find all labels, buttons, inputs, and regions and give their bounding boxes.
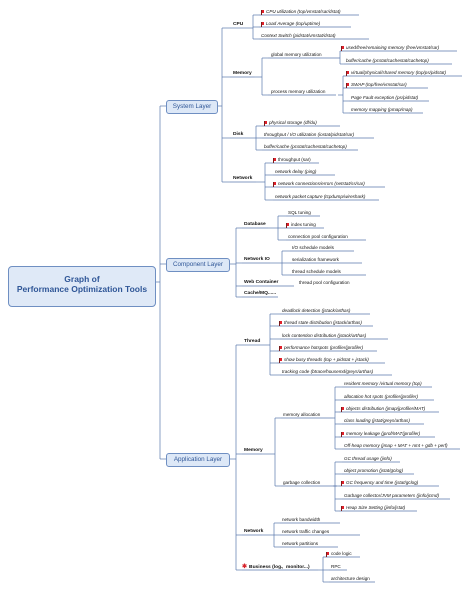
- process-memory-node[interactable]: process memory utilization: [271, 89, 326, 94]
- flag-icon: [279, 321, 282, 326]
- flag-icon: [286, 223, 289, 228]
- flag-icon: [261, 22, 264, 27]
- garbage-collection-node[interactable]: garbage collection: [283, 480, 321, 485]
- deadlock-item[interactable]: deadlock detection (jstack/arthas): [282, 308, 351, 313]
- application-layer-node[interactable]: Application Layer: [166, 453, 230, 467]
- packet-capture-item[interactable]: network packet capture (tcpdump/wireshar…: [275, 194, 366, 199]
- thread-state-item[interactable]: thread state distribution (jstack/arthas…: [279, 320, 362, 326]
- tracking-code-item[interactable]: tracking code (btrace/housemd/greys/arth…: [282, 369, 374, 374]
- network-traffic-item[interactable]: network traffic changes: [282, 529, 330, 534]
- performance-hotspots-item[interactable]: performance hotspots (profiler/jprofiler…: [279, 345, 363, 351]
- serialization-item[interactable]: serialization framework: [292, 257, 339, 262]
- flag-icon: [326, 552, 329, 557]
- thread-schedule-item[interactable]: thread schedule models: [292, 269, 341, 274]
- physical-storage-item[interactable]: physical storage (df/du): [264, 120, 317, 126]
- flag-icon: [279, 358, 282, 363]
- resident-memory-item[interactable]: resident memory /virtual memory (top): [344, 381, 422, 386]
- app-memory-node[interactable]: Memory: [244, 448, 263, 453]
- disk-throughput-item[interactable]: throughput / I/O utilization (iostat/pid…: [264, 132, 355, 137]
- index-tuning-item[interactable]: index tuning: [286, 222, 316, 228]
- system-network-node[interactable]: Network: [233, 176, 253, 181]
- thread-node[interactable]: Thread: [244, 339, 261, 344]
- memory-leakage-item[interactable]: memory leakage (jprof/MAT/jprofiler): [341, 431, 420, 437]
- root-node[interactable]: Graph of Performance Optimization Tools: [8, 266, 156, 307]
- network-bandwidth-item[interactable]: network bandwidth: [282, 517, 321, 522]
- allocation-hotspots-item[interactable]: allocation hot spots (profiler/jprofiler…: [344, 394, 419, 399]
- page-fault-item[interactable]: Page Fault exception (ps/pidstat): [351, 95, 419, 100]
- flag-icon: [279, 346, 282, 351]
- flag-icon: [341, 481, 344, 486]
- database-node[interactable]: Database: [244, 222, 266, 227]
- cpu-utilization-item[interactable]: CPU utilization (top/vmstat/sar/dstat): [261, 9, 341, 15]
- gc-parameters-item[interactable]: Garbage collector/JVM parameters (jinfo/…: [344, 493, 439, 498]
- flag-icon: [346, 71, 349, 76]
- network-partitions-item[interactable]: network partitions: [282, 541, 319, 546]
- network-connections-item[interactable]: network connections/errors (netstat/ss/s…: [273, 181, 365, 187]
- object-promotion-item[interactable]: object promotion (jstat/gclog): [344, 468, 403, 473]
- virtual-physical-memory-item[interactable]: virtual/physical/shared memory (top/ps/p…: [346, 70, 446, 76]
- disk-node[interactable]: Disk: [233, 132, 244, 137]
- app-network-node[interactable]: Network: [244, 529, 264, 534]
- swap-item[interactable]: SWAP (top/free/vmstat/sar): [346, 82, 407, 88]
- memory-mapping-item[interactable]: memory mapping (pmap/map): [351, 107, 413, 112]
- rpc-item[interactable]: RPC: [331, 564, 341, 569]
- system-layer-node[interactable]: System Layer: [166, 100, 218, 114]
- off-heap-memory-item[interactable]: Off-heap memory (jmap + MAT + nmt + gdb …: [344, 443, 448, 448]
- architecture-design-item[interactable]: architecture design: [331, 576, 370, 581]
- flag-icon: [346, 83, 349, 88]
- flag-icon: [273, 158, 276, 163]
- gc-thread-usage-item[interactable]: GC thread usage (jinfo): [344, 456, 392, 461]
- business-node[interactable]: ✱Business (log、monitor...): [242, 564, 310, 570]
- web-container-node[interactable]: Web Container: [244, 280, 279, 285]
- root-title-line2: Performance Optimization Tools: [16, 284, 148, 294]
- used-free-memory-item[interactable]: used/free/remaining memory (free/vmstat/…: [341, 45, 439, 51]
- cpu-node[interactable]: CPU: [233, 22, 244, 27]
- thread-pool-item[interactable]: thread pool configuration: [299, 280, 350, 285]
- objects-distribution-item[interactable]: objects distribution (jmap/jprofiler/MAT…: [341, 406, 425, 412]
- flag-icon: [341, 432, 344, 437]
- flag-icon: [264, 121, 267, 126]
- load-average-item[interactable]: Load Average (top/uptime): [261, 21, 320, 27]
- network-throughput-item[interactable]: throughput (sar): [273, 157, 311, 163]
- gc-frequency-item[interactable]: GC frequency and time (jstat/gclog): [341, 480, 418, 486]
- root-title-line1: Graph of: [64, 274, 100, 284]
- lock-contention-item[interactable]: lock contention distribution (jstack/art…: [282, 333, 367, 338]
- global-buffer-cache-item[interactable]: buffer/cache (pcstat/cachestat/cachetop): [346, 58, 429, 63]
- flag-icon: [261, 10, 264, 15]
- connection-pool-item[interactable]: connection pool configuration: [288, 234, 348, 239]
- class-loading-item[interactable]: class loading (jstat/greys/arthas): [344, 418, 410, 423]
- memory-allocation-node[interactable]: memory allocation: [283, 412, 321, 417]
- disk-buffer-cache-item[interactable]: buffer/cache (pcstat/cachestat/cachetop): [264, 144, 347, 149]
- flag-icon: [273, 182, 276, 187]
- flag-icon: [341, 506, 344, 511]
- network-delay-item[interactable]: network delay (ping): [275, 169, 317, 174]
- busy-threads-item[interactable]: show busy threads (top + pidstat + jstac…: [279, 357, 369, 363]
- component-layer-node[interactable]: Component Layer: [166, 258, 230, 272]
- global-memory-node[interactable]: global memory utilization: [271, 52, 322, 57]
- system-memory-node[interactable]: Memory: [233, 71, 252, 76]
- heap-size-item[interactable]: Heap Size Setting (jinfo/jstat): [341, 505, 405, 511]
- star-icon: ✱: [242, 564, 248, 570]
- flag-icon: [341, 46, 344, 51]
- flag-icon: [341, 407, 344, 412]
- io-schedule-item[interactable]: I/O schedule models: [292, 245, 334, 250]
- context-switch-item[interactable]: Context Switch (pidstat/vmstat/dstat): [261, 33, 336, 38]
- sql-tuning-item[interactable]: SQL tuning: [288, 210, 311, 215]
- code-logic-item[interactable]: code logic: [326, 551, 352, 557]
- cache-mq-node[interactable]: Cache/MQ......: [244, 291, 277, 296]
- network-io-node[interactable]: Network IO: [244, 257, 270, 262]
